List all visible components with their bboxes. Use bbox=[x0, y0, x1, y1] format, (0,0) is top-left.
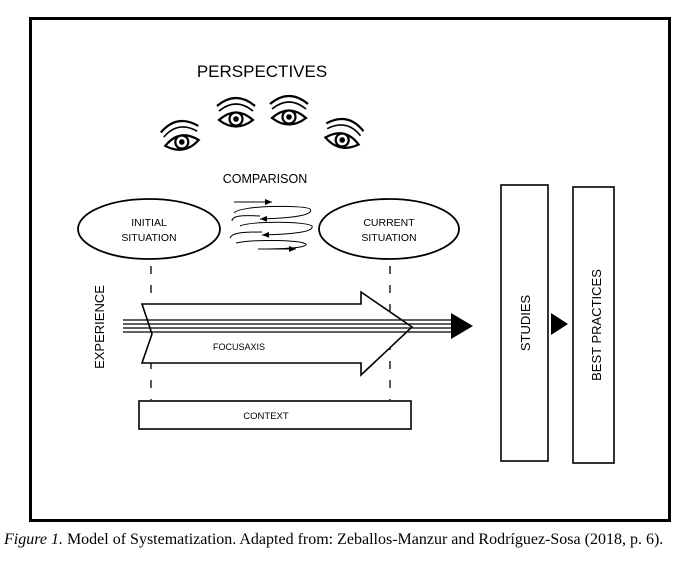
context-box bbox=[138, 400, 412, 430]
focus-axis-label-bg bbox=[181, 335, 351, 359]
eyes-group bbox=[158, 94, 367, 154]
focus-axis-lines bbox=[123, 319, 452, 333]
best-practices-box bbox=[572, 186, 615, 464]
diagram-frame bbox=[29, 17, 671, 522]
focus-axis-arrowhead bbox=[451, 313, 473, 339]
figure-label: Figure 1. bbox=[4, 531, 63, 548]
context-label: CONTEXT bbox=[243, 411, 289, 422]
current-situation-ellipse bbox=[318, 198, 460, 260]
eye-icon bbox=[158, 116, 203, 154]
studies-label: STUDIES bbox=[518, 295, 533, 352]
studies-to-best-practices-arrow bbox=[551, 313, 568, 335]
figure-caption: Figure 1. Model of Systematization. Adap… bbox=[4, 530, 692, 549]
best-practices-label: BEST PRACTICES bbox=[589, 269, 604, 381]
experience-hollow-arrow bbox=[140, 290, 414, 377]
focus-axis-label: FOCUSAXIS bbox=[213, 342, 265, 352]
initial-situation-line2: SITUATION bbox=[121, 232, 176, 244]
initial-situation-line1: INITIAL bbox=[131, 217, 167, 229]
perspectives-title: PERSPECTIVES bbox=[197, 62, 327, 81]
current-situation-line1: CURRENT bbox=[363, 217, 415, 229]
eye-icon bbox=[215, 96, 257, 128]
eye-icon bbox=[268, 94, 310, 126]
studies-box bbox=[500, 184, 549, 462]
caption-text: Model of Systematization. Adapted from: … bbox=[62, 531, 664, 548]
experience-label: EXPERIENCE bbox=[92, 285, 107, 369]
comparison-spiral-arrows bbox=[229, 199, 313, 252]
initial-situation-ellipse bbox=[77, 198, 221, 260]
current-situation-line2: SITUATION bbox=[361, 232, 416, 244]
comparison-label: COMPARISON bbox=[223, 172, 308, 186]
eye-icon bbox=[320, 114, 367, 153]
